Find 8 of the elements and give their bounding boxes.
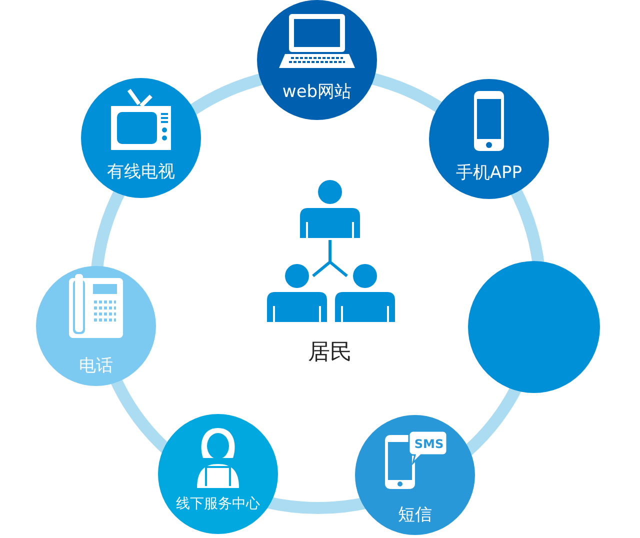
channel-label: 手机APP [454,162,524,184]
channel-label: 短信 [397,504,433,526]
channel-label: 有线电视 [106,162,176,182]
channel-label: 线下服务中心 [175,496,261,512]
channel-label: web网站 [281,82,353,102]
channel-label: 电话 [78,356,114,376]
center-label: 居民 [307,340,353,366]
sms-text: SMS [414,437,444,451]
